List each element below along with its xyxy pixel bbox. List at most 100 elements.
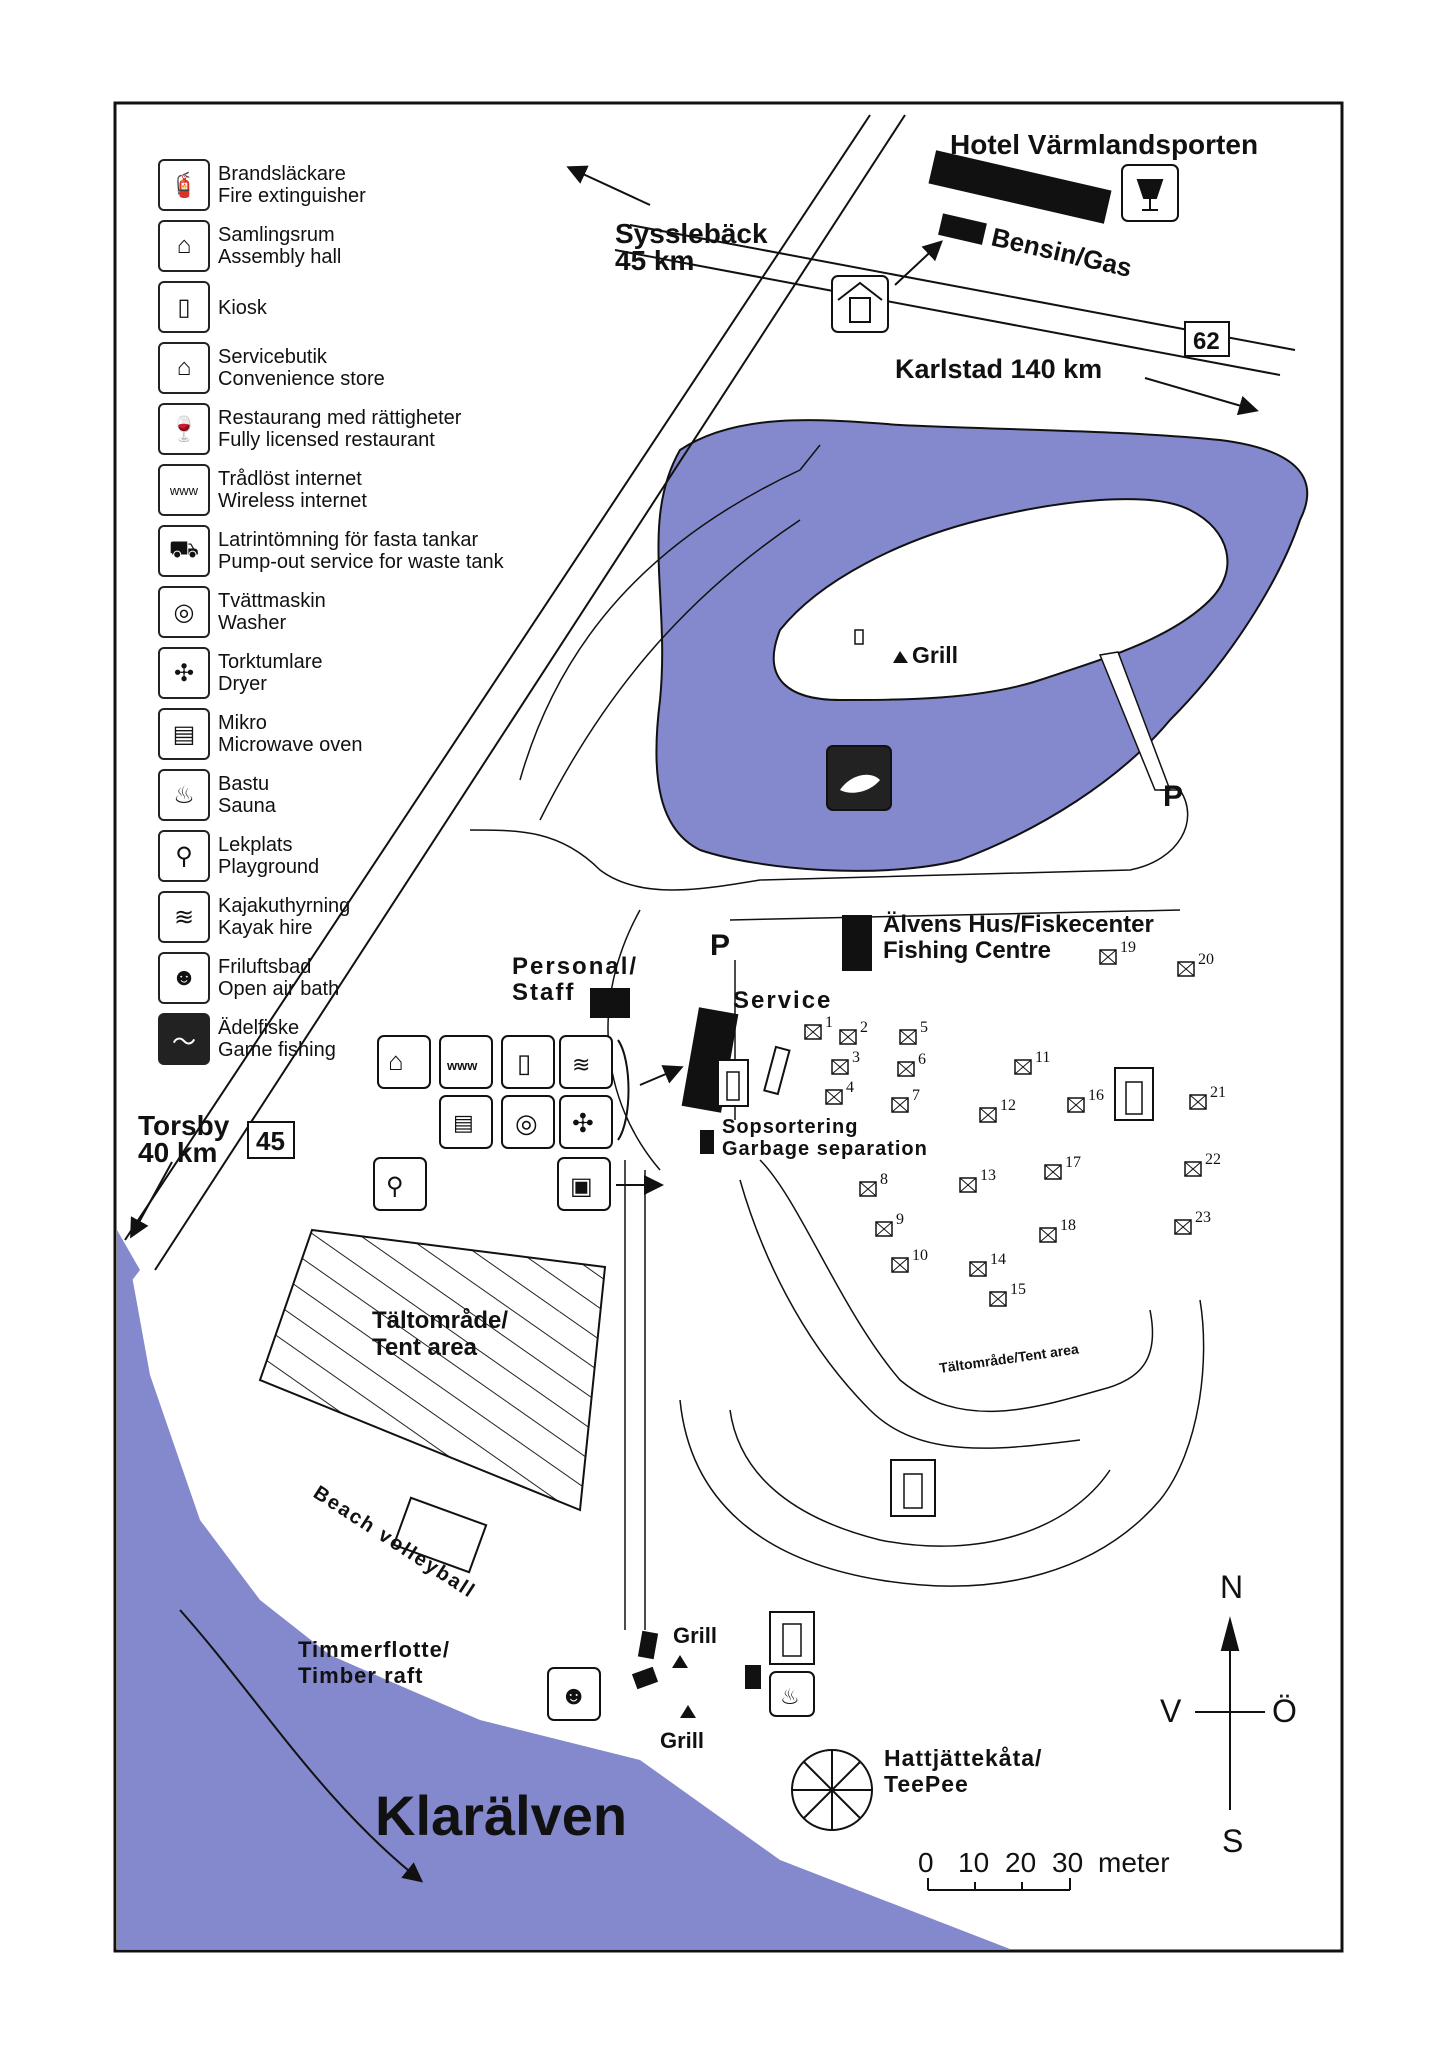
service-icon-panel [373, 1035, 815, 1721]
legend-label-sv: Tvättmaskin [218, 590, 326, 612]
icon-glyphs: ⌂ www ▯ ≋ ▤ ◎ ✣ ⚲ ▣ ☻ ♨ [386, 1046, 800, 1710]
cabin-cross [859, 1181, 877, 1197]
arrow-gas [894, 240, 943, 286]
cabin-number: 10 [912, 1247, 928, 1264]
cabin-number: 12 [1000, 1097, 1016, 1114]
cabin-cross [891, 1257, 909, 1273]
scale-10: 10 [958, 1847, 989, 1878]
tent-area-label-1: Tältområde/ [372, 1307, 508, 1334]
legend-label-sv: Torktumlare [218, 651, 323, 673]
legend-label-sv: Brandsläckare [218, 163, 346, 185]
gas-station-building [938, 213, 987, 245]
cabin-cross [831, 1059, 849, 1075]
cabin-number: 14 [990, 1251, 1006, 1268]
svg-text:⚲: ⚲ [386, 1173, 404, 1200]
kayak-icon: ≋ [158, 891, 210, 943]
cabin-number: 19 [1120, 939, 1136, 956]
garbage-label-1: Sopsortering [722, 1116, 858, 1138]
svg-text:☻: ☻ [560, 1680, 587, 1710]
cabin-number: 5 [920, 1019, 928, 1036]
parking-label-lake: P [1163, 780, 1183, 813]
compass-rose [1195, 1616, 1265, 1810]
cabin-cross [1014, 1059, 1032, 1075]
cabin-cross [1039, 1227, 1057, 1243]
cabin-number: 11 [1035, 1049, 1050, 1066]
scale-unit: meter [1098, 1847, 1170, 1878]
legend-label-en: Wireless internet [218, 490, 367, 512]
arrow-sysslebeck [566, 165, 651, 206]
scale-30: 30 [1052, 1847, 1083, 1878]
convenience-store-icon [831, 275, 889, 333]
legend-label-en: Fire extinguisher [218, 185, 366, 207]
fire-extinguisher-icon [1114, 1067, 1154, 1121]
wine-glass-icon [1121, 164, 1179, 222]
fish-icon: 〜 [158, 1013, 210, 1065]
cabin-number: 23 [1195, 1209, 1211, 1226]
legend-label-en: Sauna [218, 795, 276, 817]
legend-label-en: Pump-out service for waste tank [218, 551, 504, 573]
teepee [791, 1749, 873, 1831]
legend-label-sv: Trådlöst internet [218, 468, 362, 490]
arrow-service [639, 1065, 684, 1086]
cabin-cross [825, 1089, 843, 1105]
svg-text:⌂: ⌂ [388, 1046, 404, 1076]
assembly-hall-icon: ⌂ [158, 220, 210, 272]
sauna-icon: ♨ [158, 769, 210, 821]
cabin-cross [891, 1097, 909, 1113]
legend-label-sv: Restaurang med rättigheter [218, 407, 462, 429]
cabin-number: 13 [980, 1167, 996, 1184]
service-annex [763, 1045, 791, 1096]
hotel-building [928, 150, 1112, 224]
road-62-label: 62 [1193, 328, 1220, 355]
legend-label-sv: Lekplats [218, 834, 293, 856]
cabin-number: 2 [860, 1019, 868, 1036]
fire-extinguisher-icon [769, 1611, 815, 1665]
grill-shelter-3 [745, 1665, 761, 1689]
staff-label-1: Personal/ [512, 953, 638, 980]
cabin-cross [1177, 961, 1195, 977]
staff-building [590, 988, 630, 1018]
cabin-number: 4 [846, 1079, 854, 1096]
grill-marker-island [893, 651, 908, 663]
sysslebeck-label-1: Sysslebäck [615, 218, 768, 249]
legend-label-sv: Mikro [218, 712, 267, 734]
cabin-cross [969, 1261, 987, 1277]
scale-bar [927, 1878, 1071, 1891]
svg-text:▯: ▯ [517, 1048, 531, 1078]
svg-text:▣: ▣ [570, 1173, 593, 1200]
river-klaralven [117, 1240, 1010, 1949]
tent-area-label-2: Tent area [372, 1334, 478, 1361]
beach-volleyball-court [392, 1496, 488, 1574]
cabin-number: 15 [1010, 1281, 1026, 1298]
legend-label-sv: Servicebutik [218, 346, 327, 368]
legend-label-en: Playground [218, 856, 320, 878]
legend-label-en: Dryer [218, 673, 267, 695]
inner-roads [469, 444, 1205, 1630]
legend-label-en: Game fishing [218, 1039, 336, 1061]
cabin-number: 16 [1088, 1087, 1104, 1104]
cabin-cross [804, 1024, 822, 1040]
cabin-number: 18 [1060, 1217, 1076, 1234]
compass-west: V [1160, 1693, 1182, 1729]
legend-label-en: Open air bath [218, 978, 340, 1000]
legend-label-en: Fully licensed restaurant [218, 429, 435, 451]
cabin-cross [839, 1029, 857, 1045]
legend-label-en: Microwave oven [218, 734, 363, 756]
fishing-centre-label-1: Älvens Hus/Fiskecenter [883, 911, 1154, 938]
wifi-icon: www [158, 464, 210, 516]
river-upper-bank [117, 1230, 140, 1300]
cabin-number: 9 [896, 1211, 904, 1228]
legend-label-sv: Latrintömning för fasta tankar [218, 529, 479, 551]
svg-text:≋: ≋ [572, 1052, 590, 1077]
staff-label-2: Staff [512, 979, 575, 1006]
scale-0: 0 [918, 1847, 934, 1878]
road-sign-62 [1184, 321, 1230, 357]
